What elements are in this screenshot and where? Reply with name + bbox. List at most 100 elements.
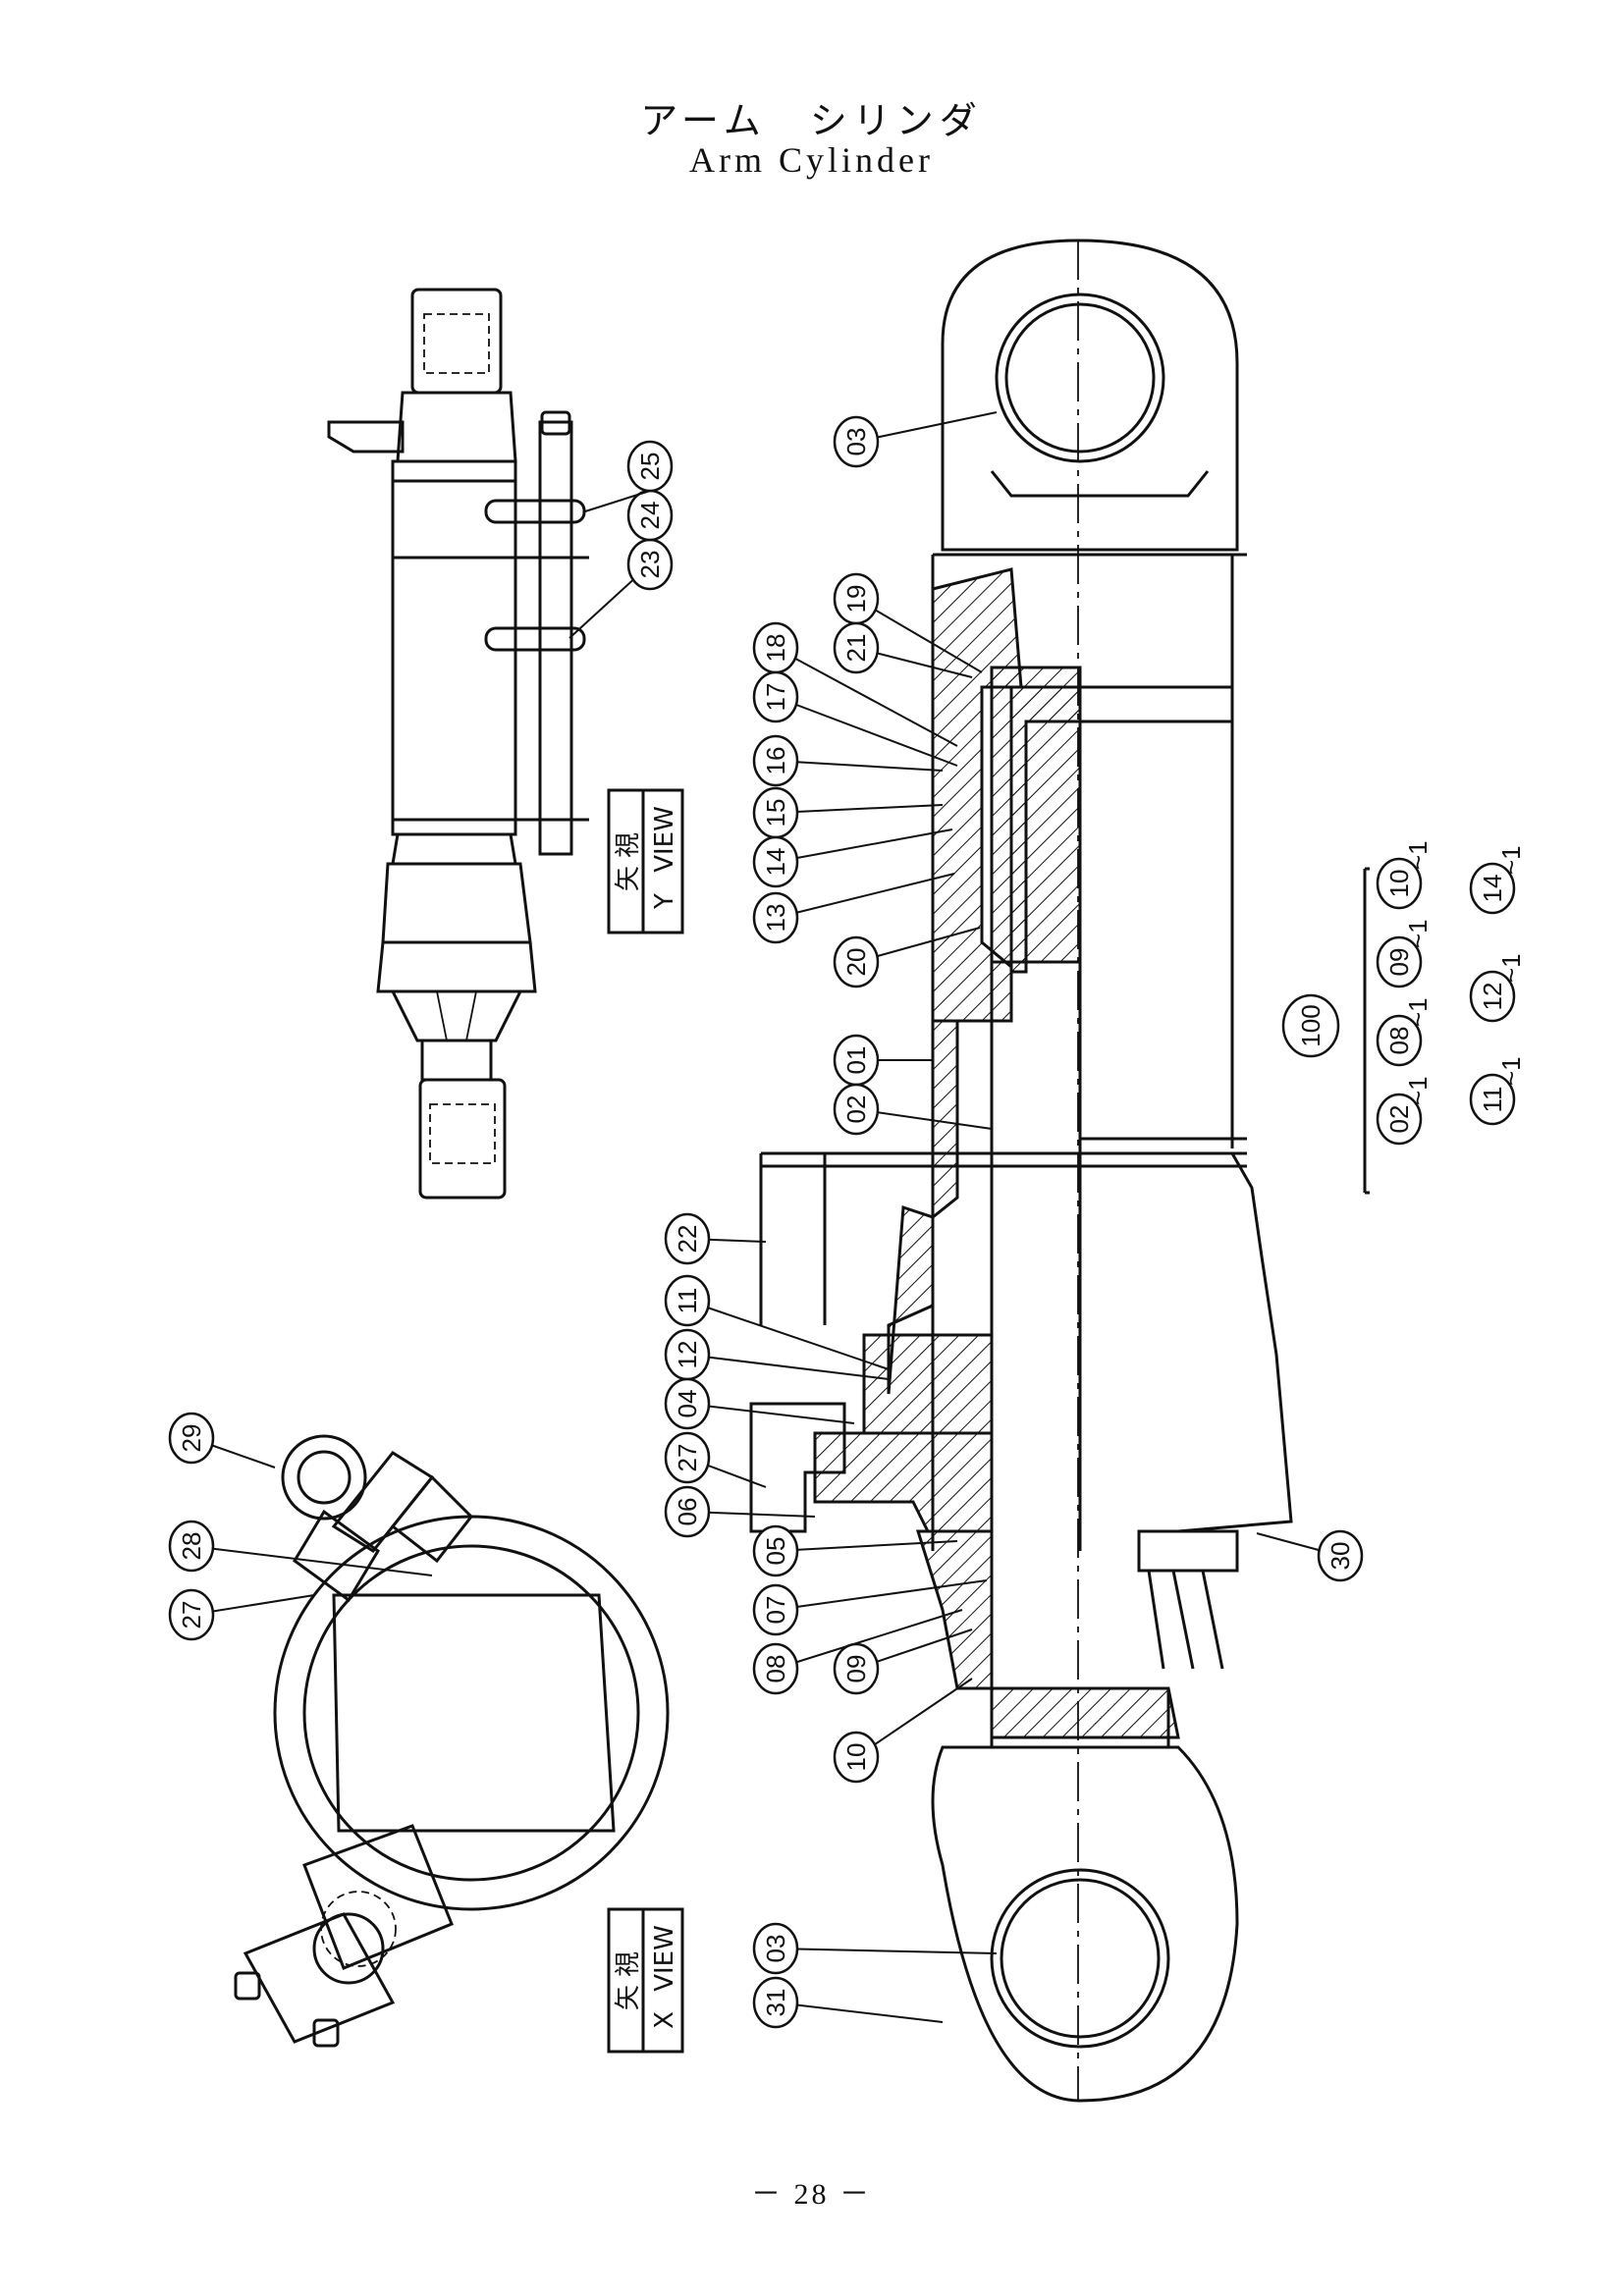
svg-text:04: 04 xyxy=(673,1390,702,1418)
svg-text:15: 15 xyxy=(761,799,790,828)
svg-text:31: 31 xyxy=(761,1989,790,2017)
assembly-suffix: ~1 xyxy=(1403,840,1433,870)
assembly-row1-09: 09 xyxy=(1376,935,1423,988)
svg-text:22: 22 xyxy=(673,1225,702,1254)
svg-text:27: 27 xyxy=(673,1444,702,1472)
svg-text:06: 06 xyxy=(673,1498,702,1526)
bottom-eye-bore-inner xyxy=(1000,1878,1161,2039)
assembly-suffix: ~1 xyxy=(1496,1056,1526,1086)
callout-main-03-24: 03 xyxy=(752,1922,998,1975)
view-x-jp: 矢 視 xyxy=(614,1951,643,2010)
assembly-suffix: ~1 xyxy=(1403,919,1433,948)
view-y-gland xyxy=(381,862,532,944)
svg-text:02: 02 xyxy=(1384,1105,1414,1134)
assembly-suffix: ~1 xyxy=(1403,997,1433,1027)
callout-main-16-5: 16 xyxy=(752,734,944,787)
title-english: Arm Cylinder xyxy=(689,140,934,180)
assembly-row1-10: 10 xyxy=(1376,857,1423,910)
callout-main-19-1: 19 xyxy=(833,572,983,673)
callout-viewx-29: 29 xyxy=(168,1412,276,1468)
svg-text:100: 100 xyxy=(1296,1004,1325,1046)
svg-text:14: 14 xyxy=(1478,875,1507,903)
view-y-drawing xyxy=(327,288,589,1200)
svg-text:28: 28 xyxy=(177,1532,206,1561)
callout-main-22-12: 22 xyxy=(664,1212,767,1265)
svg-text:07: 07 xyxy=(761,1596,790,1625)
svg-text:11: 11 xyxy=(1478,1087,1507,1113)
svg-text:24: 24 xyxy=(635,502,665,530)
assembly-row1-08: 08 xyxy=(1376,1014,1423,1067)
callout-viewy-23: 23 xyxy=(568,538,674,639)
callout-viewx-27: 27 xyxy=(168,1588,315,1641)
svg-text:12: 12 xyxy=(1478,983,1507,1011)
title-japanese: アーム シリンダ xyxy=(640,99,983,142)
view-y-pipe xyxy=(538,420,573,856)
callout-main-07-19: 07 xyxy=(752,1579,988,1636)
callout-main-09-21: 09 xyxy=(833,1629,973,1695)
svg-text:23: 23 xyxy=(635,551,665,579)
bottom-eye-bore-outer xyxy=(990,1868,1170,2049)
view-y-en: VIEW xyxy=(650,806,679,873)
callout-main-18-3: 18 xyxy=(752,621,958,747)
view-x-boss-inner xyxy=(297,1450,352,1505)
assembly-suffix: ~1 xyxy=(1403,1076,1433,1105)
callout-viewy-24: 24 xyxy=(626,489,674,542)
top-eye-bore-outer xyxy=(995,293,1165,463)
svg-text:01: 01 xyxy=(841,1046,871,1075)
view-x-ring-outer xyxy=(273,1515,670,1911)
callout-main-02-11: 02 xyxy=(833,1083,993,1136)
callout-main-08-20: 08 xyxy=(752,1609,963,1695)
svg-text:05: 05 xyxy=(761,1537,790,1566)
callout-main-13-8: 13 xyxy=(752,873,955,944)
svg-text:12: 12 xyxy=(673,1341,702,1369)
callout-main-10-22: 10 xyxy=(833,1678,973,1784)
assembly-number: 100 xyxy=(1281,993,1340,1058)
svg-text:09: 09 xyxy=(1384,948,1414,977)
view-y-jp: 矢 視 xyxy=(614,832,643,891)
top-eye xyxy=(941,239,1239,552)
callouts-layer: 2324250319211817161514132001022211120427… xyxy=(168,411,1364,2029)
svg-text:30: 30 xyxy=(1325,1542,1355,1571)
main-cylinder-section xyxy=(749,239,1293,2103)
svg-text:18: 18 xyxy=(761,634,790,663)
callout-viewx-28: 28 xyxy=(168,1520,433,1576)
callout-main-20-9: 20 xyxy=(833,927,981,988)
view-x-block xyxy=(332,1593,616,1833)
svg-text:29: 29 xyxy=(177,1424,206,1453)
svg-text:27: 27 xyxy=(177,1601,206,1629)
bottom-eye xyxy=(931,1745,1239,2103)
view-y-barrel xyxy=(391,479,517,836)
page-number: － 28 － xyxy=(751,2178,872,2211)
callout-main-21-2: 21 xyxy=(833,621,973,678)
view-y-label: 矢 視 VIEW Y xyxy=(607,788,684,934)
callout-main-04-15: 04 xyxy=(664,1377,855,1430)
assembly-suffix: ~1 xyxy=(1496,845,1526,875)
piston xyxy=(990,666,1082,964)
svg-text:03: 03 xyxy=(841,428,871,456)
top-eye-bore-inner xyxy=(1004,302,1156,454)
view-x-drawing xyxy=(234,1434,670,2048)
assembly-bracket xyxy=(1363,867,1370,1195)
view-x-boss-outer xyxy=(281,1434,367,1521)
svg-text:08: 08 xyxy=(761,1655,790,1683)
svg-text:14: 14 xyxy=(761,848,790,877)
assembly-row2-11: 11 xyxy=(1469,1073,1516,1126)
view-x-label: 矢 視 VIEW X xyxy=(607,1907,684,2054)
svg-text:03: 03 xyxy=(761,1935,790,1963)
callout-main-06-17: 06 xyxy=(664,1485,816,1538)
view-x-ring-inner xyxy=(302,1544,640,1882)
view-x-letter: X xyxy=(650,2011,679,2029)
svg-text:25: 25 xyxy=(635,453,665,481)
svg-text:08: 08 xyxy=(1384,1027,1414,1055)
svg-text:19: 19 xyxy=(841,585,871,614)
assembly-row2-12: 12 xyxy=(1469,970,1516,1023)
callout-main-30-23: 30 xyxy=(1256,1529,1364,1582)
svg-text:20: 20 xyxy=(841,948,871,977)
view-y-letter: Y xyxy=(650,893,679,910)
callout-main-27-16: 27 xyxy=(664,1431,767,1488)
callout-viewy-25: 25 xyxy=(626,440,674,493)
assembly-row1-02: 02 xyxy=(1376,1093,1423,1146)
svg-text:17: 17 xyxy=(761,683,790,712)
